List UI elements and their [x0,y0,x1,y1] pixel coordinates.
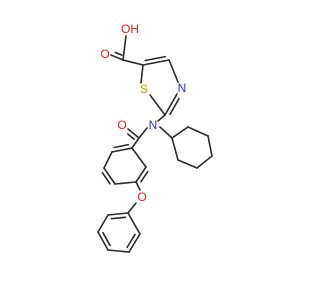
bond-ar1-3-second [101,171,111,185]
bond-ar1-1 [111,147,133,153]
bond-ar1-1-second [113,143,130,149]
ether-oxygen-label: O [137,190,146,204]
bond-acid-c-c5 [122,59,144,66]
bond-thiazole-s1-c5 [140,64,144,84]
bond-layer [97,35,213,253]
amide-nitrogen-label: N [149,118,158,132]
bond-ar1-2 [103,151,113,169]
bond-acid-c-oh [122,35,127,61]
amide-carbonyl-oxygen-label: O [117,118,126,132]
bond-ar2-5-second [126,233,136,249]
bond-ar1-5 [135,166,147,183]
bond-ar2-3-second [102,231,111,247]
thiazole-nitrogen-label: N [178,81,187,95]
thiazole-sulfur-label: S [140,82,148,96]
bond-c2-namide [157,114,166,122]
bond-ar1-6 [131,147,147,168]
bond-ar1-3 [103,167,116,185]
bond-thiazole-c5-c4-second [144,55,167,62]
acid-hydroxyl-label: OH [121,22,139,36]
bond-carbonyl-ring [131,137,140,149]
acid-carbonyl-oxygen-label: O [100,47,109,61]
bond-ar2-1-second [110,216,127,220]
bond-cy-1 [171,126,189,139]
bond-namide-cyclohexyl [159,126,173,139]
bond-ar2-3 [97,231,109,251]
bond-cy-4 [196,155,213,169]
bond-ar2-6 [127,212,141,235]
bond-thiazole-n3-c2 [164,93,178,116]
bond-ar1-5-second [140,170,149,183]
bond-ar1-4 [114,181,137,185]
bond-acid-c-o-second [114,51,123,56]
bond-ar2-1 [107,212,129,216]
bond-thiazole-c5-c4 [142,59,170,66]
bond-carbonyl-o [127,128,140,139]
bond-cy-2 [187,126,209,137]
bond-carbonyl-o-second [126,133,135,140]
bond-ar1-oether [135,181,141,191]
bond-oether-ar2 [127,202,137,214]
atom-label-layer: OH O S N N O O [100,22,186,204]
bond-ar2-5 [128,233,141,253]
bond-namide-carbonyl [138,127,148,139]
bond-cy-6 [171,137,179,161]
bond-ar2-2 [97,214,109,233]
bond-cy-3 [207,135,213,157]
bond-thiazole-n3-c2-second [169,97,180,116]
bond-ar2-4 [107,249,130,253]
bond-thiazole-c2-s1 [149,94,166,116]
bond-acid-c-o [110,54,124,61]
bond-cy-5 [177,159,198,169]
molecule-diagram: OH O S N N O O [97,22,213,253]
bond-thiazole-c4-n3 [168,59,179,83]
